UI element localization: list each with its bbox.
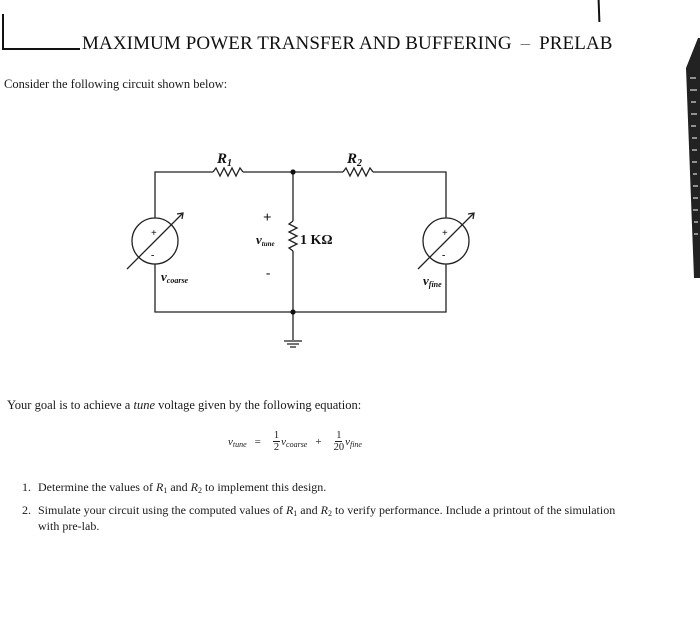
resistor-1k [287,220,299,252]
coarse-plus-sign: + [151,228,157,239]
circuit-diagram: R1 R2 1 KΩ + vtune - + - vcoarse + - vfi… [126,151,475,348]
task-body: Simulate your circuit using the computed… [38,503,616,533]
fine-plus-sign: + [442,228,448,239]
tune-minus-sign: - [266,265,270,280]
fine-minus-sign: - [442,250,445,261]
wire-top-right [373,171,447,218]
goal-text-emphasis: tune [133,398,156,412]
title-separator: – [520,33,531,54]
node-top [290,169,296,175]
node-bottom [290,309,296,315]
wire-bottom-right [293,264,447,313]
source-fine-arrowhead [467,212,475,220]
task-body: Determine the values of R1 and R2 to imp… [38,480,327,495]
intro-text: Consider the following circuit shown bel… [4,77,228,91]
source-fine-arrow [417,212,475,270]
resistor-r2 [342,166,374,178]
r2-label: R2 [346,151,362,169]
corner-crop-mark [2,14,4,50]
wire-bottom-left [154,264,293,313]
page-title: MAXIMUM POWER TRANSFER AND BUFFERING – P… [82,33,613,55]
source-coarse-arrowhead [176,212,184,220]
coarse-voltage-label: vcoarse [161,269,189,285]
tune-plus-sign: + [263,210,272,226]
load-resistor-label: 1 KΩ [300,233,333,248]
tune-voltage-label: vtune [256,232,275,248]
task-number: 1. [22,480,31,494]
goal-text-before: Your goal is to achieve a [7,398,134,412]
title-rule-line [2,48,80,50]
page-binding-edge [686,38,700,278]
title-suffix: PRELAB [539,33,613,54]
resistor-r1 [212,166,244,178]
coarse-minus-sign: - [151,250,154,261]
equation-plus: + [315,435,322,448]
r1-label: R1 [216,151,232,169]
goal-text-after: voltage given by the following equation: [155,398,362,412]
equation-term-coarse: vcoarse [281,435,308,449]
source-coarse-arrow [126,212,184,270]
title-main: MAXIMUM POWER TRANSFER AND BUFFERING [82,33,512,54]
task-item-2: 2. Simulate your circuit using the compu… [22,503,622,533]
equation-term-fine: vfine [345,435,362,449]
goal-text: Your goal is to achieve a tune voltage g… [7,398,361,413]
equation-lhs: vtune [228,435,247,449]
fine-voltage-label: vfine [423,273,442,289]
ground-symbol [284,340,302,348]
task-number: 2. [22,503,31,517]
task-list: 1. Determine the values of R1 and R2 to … [22,480,622,540]
wire-top-left [154,171,213,218]
task-item-1: 1. Determine the values of R1 and R2 to … [22,480,622,496]
equation-equals: = [254,435,261,448]
